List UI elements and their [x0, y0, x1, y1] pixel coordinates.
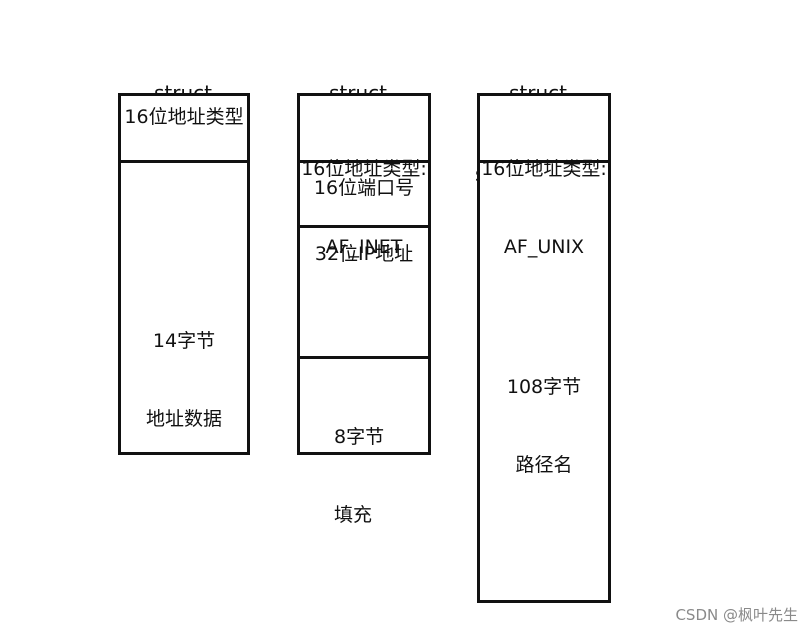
field-path-name: 108字节 路径名: [480, 322, 608, 530]
struct-sockaddr-in-box: 16位地址类型: AF_INET 16位端口号 32位IP地址 8字节 填充: [297, 93, 431, 526]
field-address-family: 16位地址类型: AF_UNIX: [480, 104, 608, 312]
field-desc: 16位地址类型:: [301, 158, 427, 180]
struct-sockaddr-box: 16位地址类型 14字节 地址数据: [118, 93, 250, 455]
field-desc: 路径名: [515, 454, 573, 476]
field-address-data: 14字节 地址数据: [121, 276, 247, 484]
field-ip-address: 32位IP地址: [314, 243, 414, 265]
divider: [300, 356, 428, 359]
watermark: CSDN @枫叶先生: [675, 606, 798, 624]
field-padding: 8字节 填充: [334, 372, 384, 580]
field-desc: 地址数据: [145, 408, 222, 430]
field-size: 14字节: [152, 330, 216, 352]
field-address-type: 16位地址类型: [124, 106, 244, 128]
divider: [121, 160, 247, 163]
field-desc: 填充: [334, 504, 373, 526]
field-address-family: 16位地址类型: AF_INET: [300, 104, 428, 312]
field-size: 108字节: [506, 376, 582, 398]
field-desc: 16位地址类型:: [481, 158, 607, 180]
field-port: 16位端口号: [313, 177, 415, 199]
field-value: AF_UNIX: [503, 236, 585, 258]
struct-sockaddr-un-box: 16位地址类型: AF_UNIX 108字节 路径名: [477, 93, 611, 603]
field-size: 8字节: [334, 426, 385, 448]
divider: [480, 160, 608, 163]
divider: [300, 160, 428, 163]
field-value: AF_INET: [325, 236, 403, 258]
divider: [300, 225, 428, 228]
